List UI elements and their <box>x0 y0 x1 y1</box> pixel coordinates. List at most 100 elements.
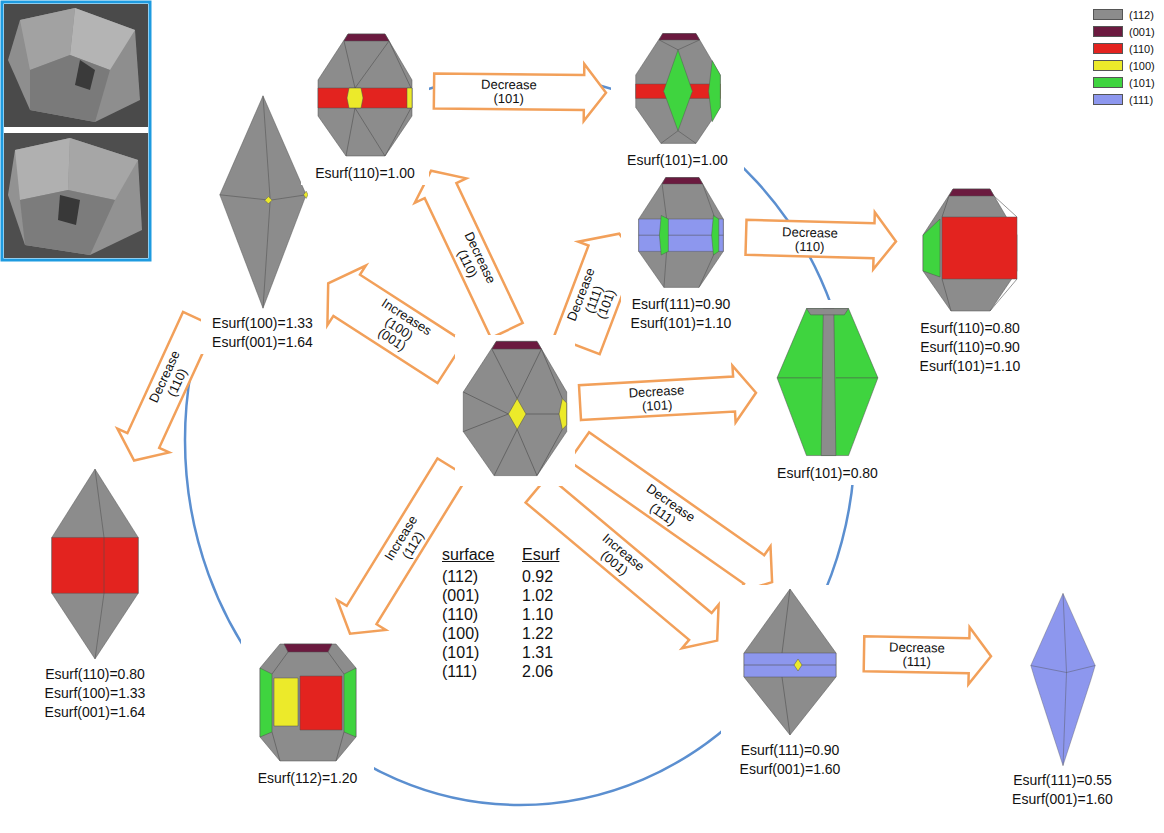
sem-crystal-face <box>68 138 138 200</box>
legend-text: (100) <box>1129 59 1155 73</box>
table-cell: (001) <box>442 586 479 605</box>
crystal-face <box>923 219 940 277</box>
surface-energy-caption: Esurf(101)=0.80 <box>761 464 894 483</box>
crystal-face <box>639 219 724 251</box>
surface-energy-caption: Esurf(100)=1.33 <box>21 684 169 703</box>
surface-energy-caption: Esurf(100)=1.33 <box>201 314 324 333</box>
crystal-edge <box>336 732 344 761</box>
block-arrow <box>579 366 756 423</box>
crystal-edge <box>492 349 542 399</box>
crystal-face <box>492 341 542 349</box>
crystal-edge <box>703 184 716 219</box>
crystal-face <box>942 217 1017 279</box>
table-cell: (100) <box>442 624 479 643</box>
legend-row: (101) <box>1093 76 1163 90</box>
crystal-face <box>260 668 272 737</box>
block-arrow <box>415 171 523 338</box>
crystal-edge <box>662 184 667 219</box>
crystal-edge <box>537 429 562 475</box>
crystal-shape <box>740 587 840 737</box>
legend-text: (111) <box>1129 93 1153 107</box>
sem-crystal <box>8 8 140 122</box>
crystal-edge <box>328 652 344 674</box>
arrow-label: Decrease (110) <box>782 225 838 254</box>
crystal-face <box>794 659 802 671</box>
surface-energy-caption: Esurf(001)=1.64 <box>21 703 169 722</box>
sem-image-bottom <box>4 133 148 258</box>
crystal-shape <box>920 185 1020 315</box>
crystal-edge <box>272 732 280 761</box>
surface-energy-caption: Esurf(110)=0.90 <box>901 338 1039 357</box>
crystal-edge <box>541 349 562 399</box>
crystal-face <box>274 678 298 726</box>
crystal-edge <box>744 665 836 666</box>
crystal-face <box>559 399 567 430</box>
surface-energy-caption: Esurf(101)=1.10 <box>901 357 1039 376</box>
surface-energy-caption: Esurf(101)=1.10 <box>621 314 741 333</box>
table-header: Esurf <box>522 545 559 564</box>
sem-crystal-face <box>20 190 115 255</box>
block-arrow <box>864 627 991 684</box>
block-arrow <box>327 266 464 384</box>
surface-energy-caption: Esurf(001)=1.60 <box>721 760 859 779</box>
crystal-edge <box>990 279 1017 311</box>
surface-energy-caption: Esurf(110)=0.80 <box>21 665 169 684</box>
crystal-edge <box>95 593 104 659</box>
crystal-face <box>219 96 305 308</box>
block-arrow <box>746 212 897 269</box>
crystal-face <box>708 61 720 122</box>
legend-swatch <box>1093 77 1123 88</box>
table-cell: (101) <box>442 643 479 662</box>
crystal-face <box>52 537 138 593</box>
crystal-face <box>318 34 412 156</box>
crystal-edge <box>659 40 700 50</box>
legend-text: (101) <box>1129 76 1155 90</box>
crystal-shape <box>636 174 726 291</box>
crystal-face <box>347 88 363 108</box>
crystal-edge <box>346 108 385 156</box>
crystal-face <box>508 399 526 430</box>
crystal-shape <box>460 337 570 480</box>
table-cell: 1.02 <box>522 586 553 605</box>
table-cell: (111) <box>442 662 477 681</box>
legend-swatch <box>1093 60 1123 71</box>
legend-row: (112) <box>1093 8 1163 22</box>
table-cell: 1.10 <box>522 605 553 624</box>
legend-text: (110) <box>1129 42 1154 56</box>
crystal-edge <box>219 195 305 200</box>
surface-energy-caption: Esurf(101)=1.00 <box>611 151 744 170</box>
legend-swatch <box>1093 9 1123 20</box>
crystal-edge <box>664 251 667 287</box>
legend-row: (110) <box>1093 42 1163 56</box>
crystal-face <box>635 34 720 144</box>
table-cell: 0.92 <box>522 567 553 586</box>
crystal-node: Esurf(110)=1.00 <box>301 28 429 185</box>
crystal-edge <box>836 377 878 378</box>
crystal-edge <box>463 392 508 432</box>
surface-energy-caption: Esurf(001)=1.60 <box>996 790 1129 809</box>
crystal-face <box>344 668 356 737</box>
crystal-edge <box>777 377 821 378</box>
table-cell: (112) <box>442 567 478 586</box>
surface-energy-caption: Esurf(110)=1.00 <box>301 164 429 183</box>
block-arrow <box>434 64 606 121</box>
crystal-face <box>744 589 836 735</box>
surface-energy-caption: Esurf(001)=1.64 <box>201 333 324 352</box>
crystal-edge <box>385 108 411 156</box>
crystal-edge <box>942 279 951 311</box>
crystal-shape <box>1028 592 1098 767</box>
crystal-node: Esurf(101)=1.00 <box>611 28 744 172</box>
crystal-node <box>455 335 575 486</box>
crystal-face <box>659 215 668 255</box>
surface-energy-caption: Esurf(112)=1.20 <box>241 769 374 788</box>
crystal-face <box>663 50 692 131</box>
crystal-edge <box>660 131 695 144</box>
crystal-face <box>807 309 849 315</box>
crystal-edge <box>1063 593 1067 765</box>
crystal-shape <box>50 467 140 661</box>
crystal-face <box>318 88 412 108</box>
sem-image-top <box>4 4 148 127</box>
legend-swatch <box>1093 26 1123 37</box>
legend-row: (100) <box>1093 59 1163 73</box>
